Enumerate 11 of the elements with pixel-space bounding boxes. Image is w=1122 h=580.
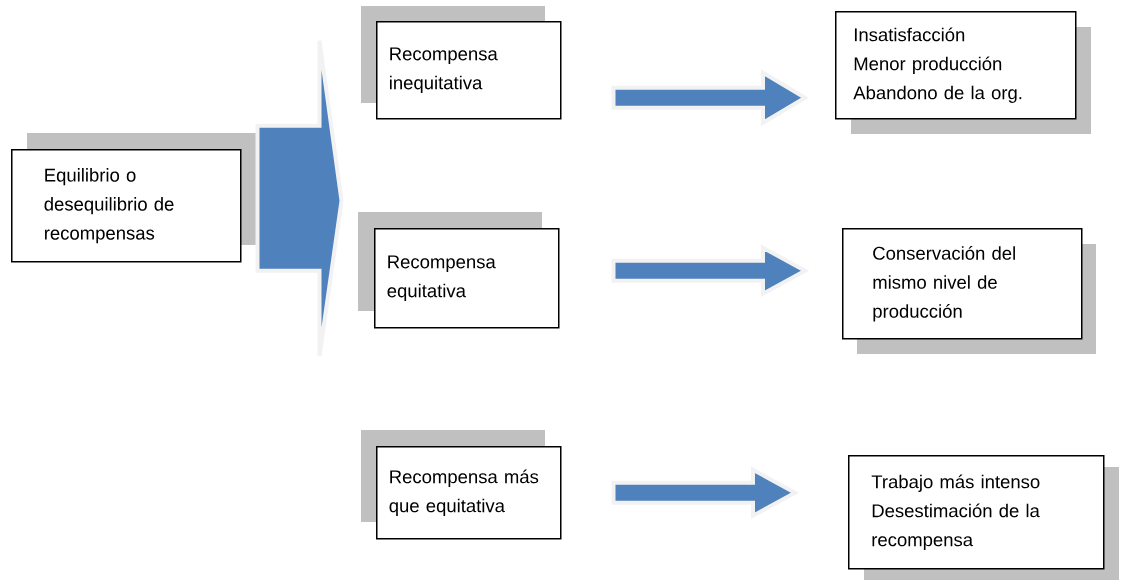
text-box: Equilibrio o desequilibrio de recompensas: [11, 133, 256, 263]
block-arrow: [611, 69, 809, 127]
text-box: Recompensa equitativa: [358, 212, 560, 329]
block-arrow: [255, 38, 344, 358]
text-box: Trabajo más intenso Desestimación de la recompensa: [848, 455, 1119, 580]
text-box: Conservación del mismo nivel de producción: [842, 228, 1096, 354]
text-box: Recompensa más que equitativa: [361, 430, 562, 540]
text-box: Recompensa inequitativa: [361, 6, 562, 120]
block-arrow: [611, 466, 800, 520]
text-box: Insatisfacción Menor producción Abandono de la org.: [835, 11, 1091, 134]
block-arrow: [611, 244, 810, 298]
